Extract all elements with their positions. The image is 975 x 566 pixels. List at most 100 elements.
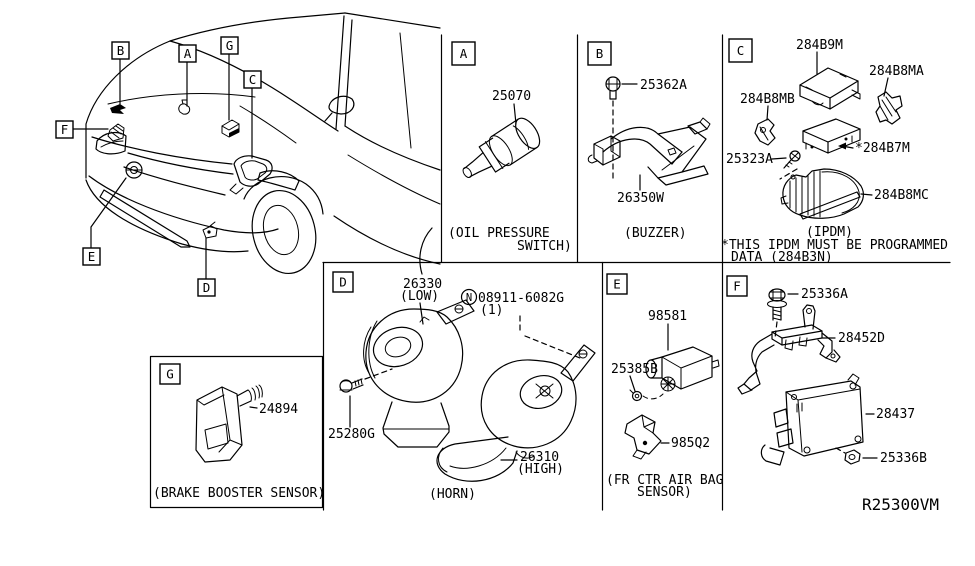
panel-e-caption-line2: SENSOR) <box>637 485 692 500</box>
panel-letter-f: F <box>733 279 741 294</box>
callout-box-d <box>197 278 216 297</box>
callout-letter-b: B <box>117 43 125 58</box>
panel-label-box-b <box>587 41 612 66</box>
panel-e: E 98581 25385B 985Q2 (FR CTR AIR <box>606 273 724 500</box>
callout-a: A <box>178 44 197 107</box>
horn-low-drawing <box>363 299 475 448</box>
front-wheel <box>251 189 317 275</box>
leader-line <box>771 157 787 160</box>
relay-box-drawing <box>780 168 864 220</box>
part-number-08911-6082g: 08911-6082G <box>478 291 564 306</box>
panel-g-caption: (BRAKE BOOSTER SENSOR) <box>153 486 325 501</box>
screw-drawing-25323a <box>783 150 801 169</box>
callout-box-e <box>82 247 101 266</box>
callout-box-b <box>111 41 130 60</box>
panel-letter-a: A <box>460 46 468 61</box>
part-number-25385b: 25385B <box>611 362 658 377</box>
clip-location-b <box>110 104 126 114</box>
part-number-25280g: 25280G <box>328 427 375 442</box>
airbag-sensor-drawing <box>645 346 720 392</box>
part-number-25336a: 25336A <box>801 287 848 302</box>
callout-b: B <box>111 41 130 105</box>
clip-wire-line <box>642 393 664 400</box>
ipdm-unit-drawing <box>799 67 861 110</box>
clip-drawing-25385b <box>629 389 643 402</box>
part-number-985q2: 985Q2 <box>671 436 710 451</box>
part-number-25336b: 25336B <box>880 451 927 466</box>
callout-letter-f: F <box>61 122 69 137</box>
panel-letter-e: E <box>613 277 621 292</box>
leader-line <box>860 193 873 196</box>
part-number-28452d: 28452D <box>838 331 885 346</box>
bolt-drawing-25336a <box>767 288 787 321</box>
clip-location-a <box>178 99 191 115</box>
panel-c-note-line1: *THIS IPDM MUST BE PROGRAMMED <box>721 238 948 253</box>
panel-d: D 26330 (LOW) N 08911-6082G (1) <box>328 271 596 502</box>
side-mirror <box>324 95 355 122</box>
drawing-ref-code: R25300VM <box>862 495 939 514</box>
callout-box-a <box>178 44 197 63</box>
panel-label-box-f <box>726 275 748 297</box>
leader-line <box>766 105 769 121</box>
sensor-location-g <box>221 119 240 138</box>
screw-drawing-25362a <box>605 76 621 100</box>
oil-pressure-switch-drawing <box>462 117 541 178</box>
part-number-98581: 98581 <box>648 309 687 324</box>
part-number-25070: 25070 <box>492 89 531 104</box>
bolt-alignment-line <box>774 321 778 339</box>
part-number-25323a: 25323A <box>726 152 773 167</box>
bracket-drawing-28452d <box>737 304 841 395</box>
callout-box-c <box>243 70 262 89</box>
panel-e-caption-line1: (FR CTR AIR BAG <box>606 473 724 488</box>
horn-high-drawing <box>436 344 596 482</box>
part-number-284b9m: 284B9M <box>796 38 843 53</box>
part-note-high: (HIGH) <box>517 462 564 477</box>
callout-letter-g: G <box>226 38 234 53</box>
callout-box-f <box>55 120 74 139</box>
nut-alignment-line <box>519 315 581 359</box>
right-headlamp <box>257 170 300 191</box>
panel-label-box-c <box>728 38 753 63</box>
leader-line <box>629 375 636 392</box>
panel-letter-c: C <box>737 43 745 58</box>
programmed-module-drawing <box>802 118 861 154</box>
part-number-24894: 24894 <box>259 402 298 417</box>
leader-line <box>90 177 127 249</box>
panel-c: C 284B9M 284B8MA 284B8MB <box>721 38 948 265</box>
leader-line <box>419 302 424 325</box>
part-number-284b8mc: 284B8MC <box>874 188 929 203</box>
callout-e: E <box>82 177 127 266</box>
vehicle-drawing: B A G C F E D <box>55 12 441 297</box>
sensor-location-d <box>202 221 218 239</box>
callout-box-g <box>220 36 239 55</box>
part-number-28437: 28437 <box>876 407 915 422</box>
bracket-a-drawing <box>875 91 903 125</box>
callout-letter-d: D <box>203 280 211 295</box>
screw-alignment-line <box>779 168 798 180</box>
callout-letter-e: E <box>88 249 96 264</box>
bolt-drawing-25280g <box>339 378 364 393</box>
bracket-b-drawing <box>754 118 776 146</box>
nut-callout: N 08911-6082G (1) <box>460 288 564 318</box>
panel-label-box-g <box>159 363 181 385</box>
panel-c-caption: (IPDM) <box>806 225 853 240</box>
part-number-26310: 26310 <box>520 450 559 465</box>
part-number-284b8ma: 284B8MA <box>869 64 924 79</box>
panel-a-caption-line1: (OIL PRESSURE <box>448 226 550 241</box>
panel-a-caption-line2: SWITCH) <box>517 239 572 254</box>
panel-g-border <box>149 355 324 509</box>
panel-letter-b: B <box>596 46 604 61</box>
part-number-26350w: 26350W <box>617 191 664 206</box>
panel-label-box-a <box>451 41 476 66</box>
callout-d: D <box>197 237 216 297</box>
leader-arrowhead <box>838 142 846 150</box>
panel-a: A 25070 (OIL PRESSURE SWITCH) <box>448 41 572 254</box>
panel-letter-d: D <box>339 275 347 290</box>
bumper-strip <box>99 189 191 248</box>
part-note-low: (LOW) <box>400 289 439 304</box>
brake-booster-sensor-drawing <box>195 384 263 463</box>
buzzer-drawing <box>587 117 711 186</box>
panel-b-caption: (BUZZER) <box>624 226 687 241</box>
